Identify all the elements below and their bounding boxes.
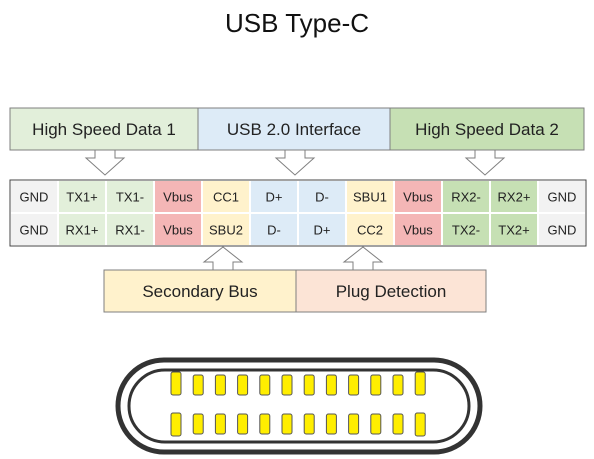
contact-pin [259,413,271,435]
bottom-group-bar: Secondary Bus Plug Detection [103,269,487,313]
contact-pin [370,374,382,396]
contact-pin [192,413,204,435]
contact-pin [237,374,249,396]
connector-contacts [170,371,426,437]
pin-cell [153,212,203,247]
group-label-high-speed-data-1: High Speed Data 1 [32,120,176,139]
connector-shell-inner [127,368,471,444]
pin-label-gnd: GND [20,223,49,238]
pin-cell [201,212,251,247]
pin-label-rx1-plus: RX1+ [66,223,99,238]
pin-label-d-minus: D- [267,223,281,238]
arrow-down-icon [84,149,126,176]
arrow-up-icon [202,246,244,271]
arrow-down-icon [464,149,506,176]
pin-cell [201,179,251,214]
contact-pin [192,374,204,396]
arrow-down-icon [274,149,316,176]
pin-label-cc2: CC2 [357,223,383,238]
pin-table-border [9,179,587,247]
pin-label-tx2-minus: TX2- [452,223,480,238]
group-label-high-speed-data-2: High Speed Data 2 [415,120,559,139]
pin-label-rx2-minus: RX2- [451,190,481,205]
top-group-bar: High Speed Data 1 USB 2.0 Interface High… [9,107,585,151]
pin-label-vbus: Vbus [403,190,433,205]
contact-pin [392,413,404,435]
pin-cell [57,212,107,247]
pin-label-d-plus: D+ [314,223,331,238]
contact-pin [214,374,226,396]
pin-label-gnd: GND [20,190,49,205]
group-box-usb-2-interface [197,107,391,151]
contact-pin [370,413,382,435]
contact-pin [170,412,182,437]
arrow-up-icon [342,246,384,271]
contact-pin [214,413,226,435]
pin-label-sbu2: SBU2 [209,223,243,238]
usb-c-connector-illustration [115,357,483,455]
contact-pin [303,413,315,435]
contact-pin [259,374,271,396]
pin-label-sbu1: SBU1 [353,190,387,205]
contact-pin [414,371,426,396]
group-label-usb-2-interface: USB 2.0 Interface [227,120,361,139]
contact-pin [303,374,315,396]
contact-pin [392,374,404,396]
pin-label-gnd: GND [548,223,577,238]
contact-pin [170,371,182,396]
contact-pin [281,413,293,435]
pin-label-cc1: CC1 [213,190,239,205]
contact-pin [348,374,360,396]
group-box-high-speed-data-1 [9,107,199,151]
group-box-secondary-bus [103,269,297,313]
group-box-high-speed-data-2 [389,107,585,151]
pin-label-gnd: GND [548,190,577,205]
pin-label-tx1-plus: TX1+ [66,190,97,205]
pin-label-rx1-minus: RX1- [115,223,145,238]
contact-pin [325,374,337,396]
pin-cell [537,212,587,247]
pin-label-tx1-minus: TX1- [116,190,144,205]
group-box-plug-detection [295,269,487,313]
contact-pin [281,374,293,396]
pin-label-d-plus: D+ [266,190,283,205]
pin-label-vbus: Vbus [163,190,193,205]
contact-pin [348,413,360,435]
diagram-title: USB Type-C [225,8,369,38]
group-label-secondary-bus: Secondary Bus [142,282,257,301]
pin-label-tx2-plus: TX2+ [498,223,529,238]
contact-pin [414,412,426,437]
pin-cell [345,212,395,247]
pin-cell [297,179,347,214]
pin-label-d-minus: D- [315,190,329,205]
pin-label-vbus: Vbus [403,223,433,238]
contact-pin [325,413,337,435]
group-label-plug-detection: Plug Detection [336,282,447,301]
contact-pin [237,413,249,435]
pin-label-vbus: Vbus [163,223,193,238]
pin-label-rx2-plus: RX2+ [498,190,531,205]
